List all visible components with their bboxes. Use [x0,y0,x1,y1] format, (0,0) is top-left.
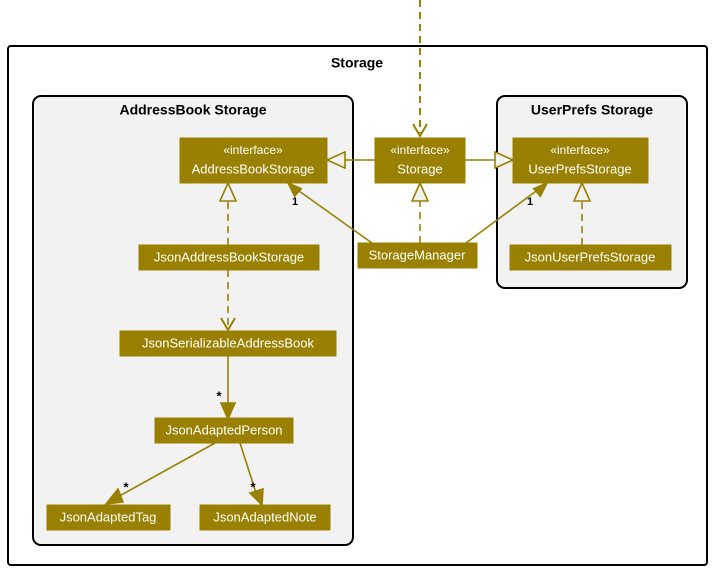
class-stereotype-storage: «interface» [390,143,450,157]
class-stereotype-addressbookstorage: «interface» [223,143,283,157]
class-box-jsonadaptedperson[interactable]: JsonAdaptedPerson [154,417,294,444]
arrowhead-jsonuserprefsstorage-to-userprefsstorage [572,181,592,202]
class-box-jsonadaptednote[interactable]: JsonAdaptedNote [199,504,331,531]
class-box-userprefsstorage[interactable]: «interface» UserPrefsStorage [512,137,649,184]
class-name-jsonuserprefsstorage: JsonUserPrefsStorage [525,249,656,264]
class-box-addressbookstorage[interactable]: «interface» AddressBookStorage [179,137,328,184]
class-box-storagemanager[interactable]: StorageManager [357,242,478,269]
class-name-jsonserializableaddressbook: JsonSerializableAddressBook [142,335,314,350]
class-name-jsonaddressbookstorage: JsonAddressBookStorage [154,249,304,264]
class-stereotype-userprefsstorage: «interface» [550,143,610,157]
package-userprefs-storage-title: UserPrefs Storage [531,102,653,118]
multiplicity-jsonadaptednote: * [250,479,256,494]
arrowhead-jsonserializable-to-jsonadaptedperson [219,402,237,421]
arrowhead-jsonadaptedperson-to-jsonadaptednote [248,487,264,507]
package-addressbook-storage-title: AddressBook Storage [119,102,266,118]
multiplicity-jsonadaptedtag: * [123,479,129,494]
class-name-jsonadaptedtag: JsonAdaptedTag [60,509,157,524]
arrowhead-storage-to-addressbookstorage [325,150,346,170]
multiplicity-addressbookstorage: 1 [292,196,298,208]
multiplicity-jsonadaptedperson: * [216,388,222,403]
arrowhead-external-to-storage [412,123,428,138]
connector-storagemanager-to-userprefsstorage [465,185,544,244]
connector-storagemanager-to-addressbookstorage [291,185,373,244]
class-name-jsonadaptedperson: JsonAdaptedPerson [165,422,282,437]
outer-frame-title: Storage [331,55,383,71]
class-box-jsonadaptedtag[interactable]: JsonAdaptedTag [46,504,171,531]
class-name-jsonadaptednote: JsonAdaptedNote [213,509,316,524]
class-name-addressbookstorage: AddressBookStorage [192,161,315,176]
class-box-jsonaddressbookstorage[interactable]: JsonAddressBookStorage [138,244,320,271]
connector-jsonadaptedperson-to-jsonadaptednote [239,442,259,500]
arrowhead-jsonadaptedperson-to-jsonadaptedtag [104,487,125,506]
class-box-jsonuserprefsstorage[interactable]: JsonUserPrefsStorage [509,244,672,271]
arrowhead-jsonaddressbookstorage-to-jsonserializable [220,317,236,332]
arrowhead-storagemanager-to-storage [410,181,430,202]
arrowhead-storage-to-userprefsstorage [494,150,515,170]
connector-jsonadaptedperson-to-jsonadaptedtag [113,442,216,500]
class-box-storage[interactable]: «interface» Storage [374,137,466,184]
class-box-jsonserializableaddressbook[interactable]: JsonSerializableAddressBook [119,330,337,357]
class-name-storage: Storage [397,161,443,176]
arrowhead-jsonaddressbookstorage-to-addressbookstorage [218,181,238,202]
multiplicity-userprefsstorage: 1 [527,196,533,208]
class-name-storagemanager: StorageManager [369,247,467,262]
class-name-userprefsstorage: UserPrefsStorage [528,161,631,176]
